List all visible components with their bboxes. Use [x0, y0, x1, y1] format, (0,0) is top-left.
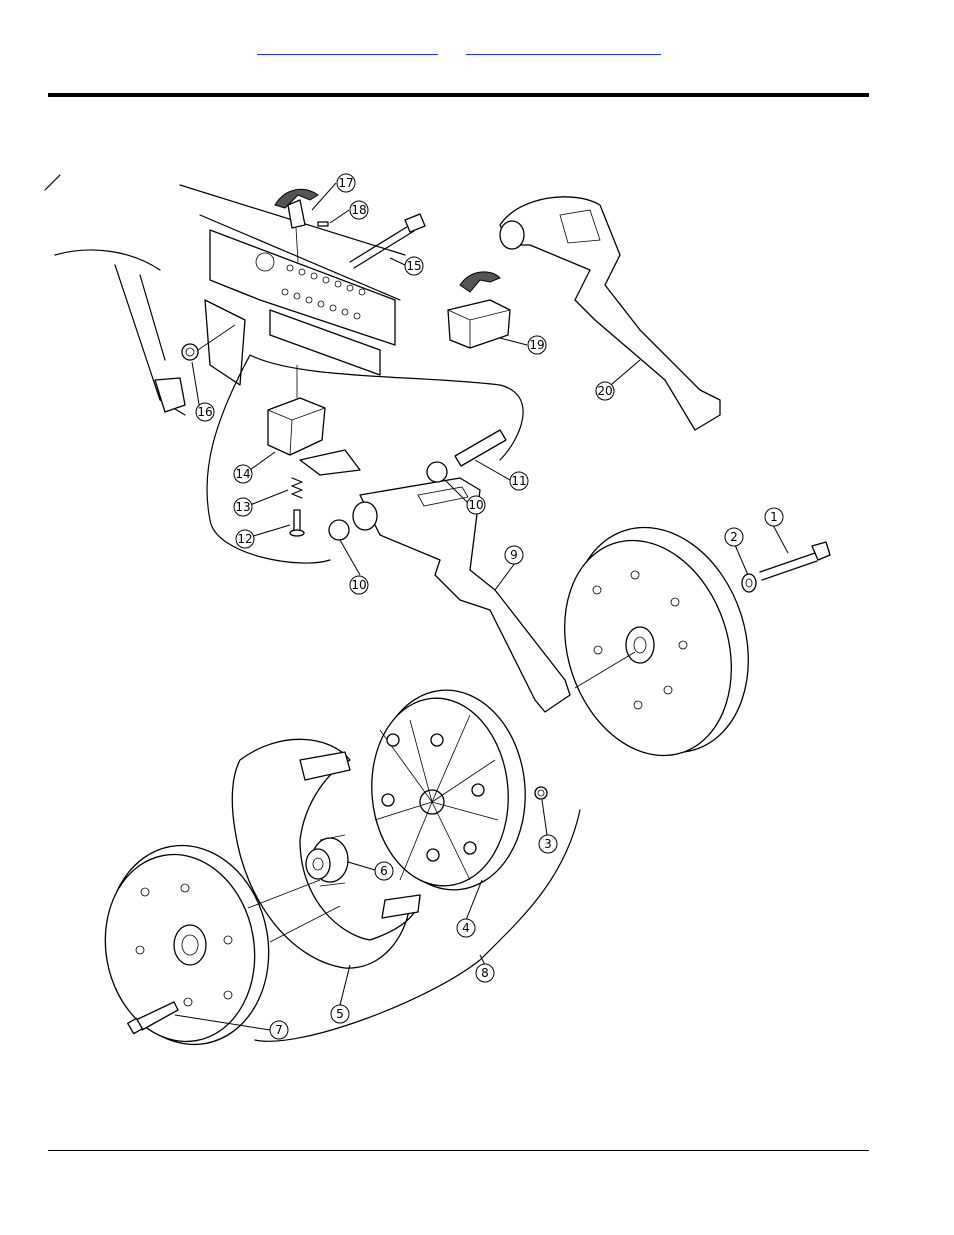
callout-17: 17: [337, 174, 355, 192]
svg-text:9: 9: [510, 548, 518, 562]
svg-text:16: 16: [197, 405, 212, 419]
callout-13: 13: [234, 498, 252, 516]
svg-text:1: 1: [770, 510, 778, 524]
svg-text:8: 8: [481, 966, 489, 980]
bearing-6: [306, 835, 348, 886]
callout-10b: 10: [467, 496, 485, 514]
svg-text:17: 17: [338, 176, 353, 190]
washer-2: [742, 574, 756, 592]
gauge-wheel-right: [538, 504, 776, 777]
callout-16: 16: [196, 403, 214, 421]
callout-8: 8: [476, 964, 494, 982]
svg-text:3: 3: [544, 837, 552, 851]
callout-5: 5: [331, 1005, 349, 1023]
svg-text:11: 11: [511, 474, 526, 488]
callout-14: 14: [234, 465, 252, 483]
callout-6: 6: [375, 862, 393, 880]
bolt-1: [760, 542, 830, 580]
svg-text:6: 6: [380, 864, 388, 878]
svg-text:20: 20: [597, 384, 612, 398]
svg-text:13: 13: [235, 500, 250, 514]
footer-rule: [48, 1150, 869, 1151]
arm-9: [300, 430, 570, 712]
svg-text:2: 2: [730, 530, 738, 544]
callout-12: 12: [236, 530, 254, 548]
spring-13: [292, 478, 302, 498]
callout-20: 20: [596, 382, 614, 400]
callout-7: 7: [270, 1021, 288, 1039]
svg-text:10: 10: [468, 498, 483, 512]
block-19: [448, 272, 510, 348]
callout-2: 2: [725, 528, 743, 546]
svg-text:18: 18: [351, 203, 366, 217]
svg-text:19: 19: [529, 338, 544, 352]
svg-text:14: 14: [235, 467, 250, 481]
svg-text:5: 5: [336, 1007, 344, 1021]
callout-11: 11: [510, 472, 528, 490]
pin-12: [290, 510, 304, 536]
svg-text:12: 12: [237, 532, 252, 546]
svg-text:10: 10: [351, 578, 366, 592]
svg-text:7: 7: [275, 1023, 283, 1037]
callout-19: 19: [528, 336, 546, 354]
callout-10a: 10: [350, 576, 368, 594]
svg-text:4: 4: [462, 921, 470, 935]
callout-4: 4: [457, 919, 475, 937]
svg-text:15: 15: [406, 259, 421, 273]
callout-1: 1: [765, 508, 783, 526]
nut-3: [535, 787, 547, 799]
callout-15: 15: [405, 257, 423, 275]
callout-18: 18: [350, 201, 368, 219]
block-14: [268, 365, 325, 455]
callout-3: 3: [539, 835, 557, 853]
callout-9: 9: [505, 546, 523, 564]
